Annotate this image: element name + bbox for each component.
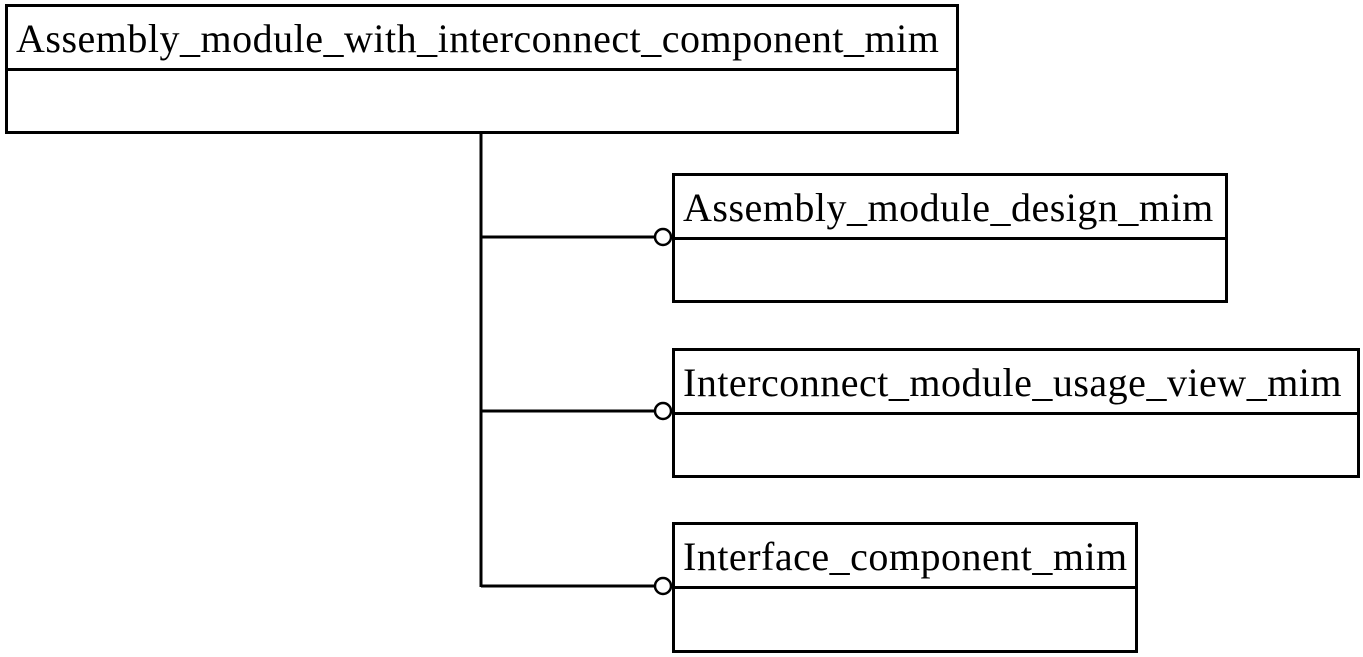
interface-circle-3 <box>653 576 673 596</box>
child-schema-title-1: Assembly_module_design_mim <box>675 176 1225 240</box>
child-schema-box-3: Interface_component_mim <box>672 522 1138 653</box>
child-schema-title-2: Interconnect_module_usage_view_mim <box>675 351 1357 415</box>
interface-circle-1 <box>653 227 673 247</box>
child-schema-box-2: Interconnect_module_usage_view_mim <box>672 348 1360 478</box>
interface-circle-2 <box>653 401 673 421</box>
child-schema-box-1: Assembly_module_design_mim <box>672 173 1228 303</box>
parent-schema-title: Assembly_module_with_interconnect_compon… <box>8 7 956 71</box>
parent-schema-box: Assembly_module_with_interconnect_compon… <box>5 4 959 134</box>
child-schema-title-3: Interface_component_mim <box>675 525 1135 589</box>
